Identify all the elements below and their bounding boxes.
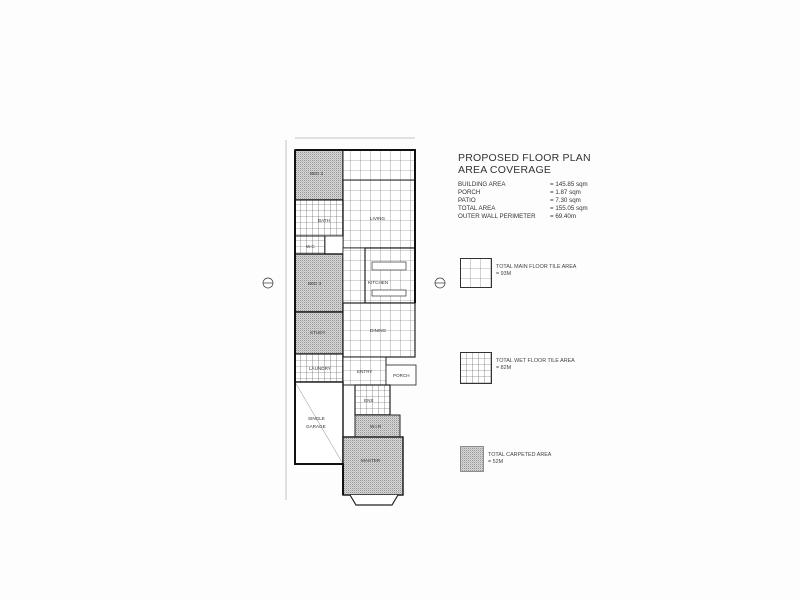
room-master: [342, 436, 404, 496]
room-label-wir: W.I.R: [370, 424, 382, 429]
room-label-laundry: LAUNDRY: [309, 366, 331, 371]
room-label-garage-1: SINGLE: [308, 416, 325, 421]
area-label: PORCH: [458, 188, 481, 196]
legend-carpet: TOTAL CARPETED AREA = 52M: [460, 446, 551, 472]
area-label: OUTER WALL PERIMETER: [458, 213, 536, 221]
legend-value: = 82M: [496, 365, 512, 371]
legend-value: = 52M: [488, 459, 504, 465]
area-label: PATIO: [458, 196, 476, 204]
legend-value: = 93M: [496, 271, 512, 277]
room-bath: [294, 199, 344, 237]
room-label-bed3: BED 3: [308, 281, 322, 286]
area-value: = 145.85 sqm: [550, 180, 588, 188]
hallway: [342, 247, 366, 313]
room-label-kitchen: KITCHEN: [368, 280, 388, 285]
small-tile-swatch: [460, 352, 492, 384]
area-row: OUTER WALL PERIMETER = 69.40m: [458, 213, 588, 221]
room-label-living: LIVING: [370, 216, 385, 221]
area-row: BUILDING AREA = 145.85 sqm: [458, 180, 588, 188]
room-label-ens: ENS: [364, 398, 373, 403]
area-value: = 69.40m: [550, 213, 576, 221]
room-label-bath: BATH: [318, 218, 330, 223]
room-porch: [385, 364, 417, 386]
kitchen-island: [371, 289, 407, 297]
carpet-swatch: [460, 446, 484, 472]
area-value: = 7.30 sqm: [550, 196, 581, 204]
area-value: = 1.87 sqm: [550, 188, 581, 196]
legend-label: TOTAL MAIN FLOOR TILE AREA: [496, 264, 577, 270]
kitchen-bench: [371, 261, 407, 271]
room-label-dining: DINING: [370, 328, 387, 333]
linen-cupboard: [324, 235, 344, 255]
area-value: = 155.05 sqm: [550, 205, 588, 213]
room-label-wc: W.C: [306, 244, 315, 249]
legend-wet-floor-tile: TOTAL WET FLOOR TILE AREA = 82M: [460, 352, 575, 384]
room-ensuite: [354, 384, 391, 416]
outer-walls: [294, 149, 416, 495]
room-label-entry: ENTRY: [357, 369, 373, 374]
master-bay-window: [349, 494, 399, 506]
room-bed3: [294, 253, 344, 313]
plan-title: PROPOSED FLOOR PLAN: [458, 152, 591, 164]
room-label-study: STUDY: [310, 330, 326, 335]
legend-label: TOTAL WET FLOOR TILE AREA: [496, 358, 575, 364]
area-label: TOTAL AREA: [458, 205, 496, 213]
area-row: TOTAL AREA = 155.05 sqm: [458, 205, 588, 213]
area-row: PATIO = 7.30 sqm: [458, 196, 588, 204]
area-row: PORCH = 1.87 sqm: [458, 188, 588, 196]
room-label-porch: PORCH: [393, 373, 410, 378]
room-entry: [342, 356, 387, 386]
area-coverage-block: PROPOSED FLOOR PLAN AREA COVERAGE BUILDI…: [458, 152, 638, 221]
room-upper-hall: [342, 149, 416, 181]
plan-subtitle: AREA COVERAGE: [458, 164, 552, 176]
area-label: BUILDING AREA: [458, 180, 506, 188]
room-label-master: MASTER: [361, 458, 381, 463]
room-living: [342, 179, 416, 249]
legend-label: TOTAL CARPETED AREA: [488, 452, 552, 458]
area-table: BUILDING AREA = 145.85 sqm PORCH = 1.87 …: [458, 180, 588, 221]
large-tile-swatch: [460, 258, 492, 288]
room-label-garage-2: GARAGE: [306, 424, 326, 429]
room-label-bed2: BED 2: [310, 171, 324, 176]
legend-main-floor-tile: TOTAL MAIN FLOOR TILE AREA = 93M: [460, 258, 576, 288]
